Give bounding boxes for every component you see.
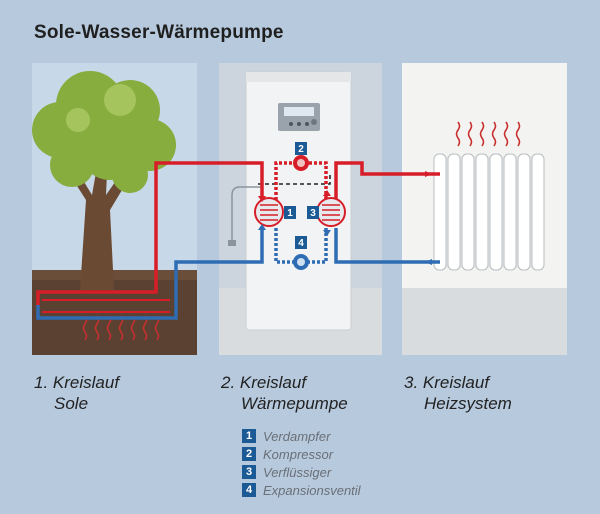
expansion-valve	[293, 254, 309, 270]
heating-return-pipe	[334, 228, 440, 264]
condenser	[316, 197, 346, 227]
legend-number: 2	[242, 447, 256, 461]
legend-item: 4 Expansionsventil	[242, 481, 361, 499]
legend: 1 Verdampfer 2 Kompressor 3 Verflüssiger…	[242, 427, 361, 499]
legend-number: 1	[242, 429, 256, 443]
brine-supply-pipe	[36, 161, 264, 305]
heating-supply-pipe	[334, 161, 440, 200]
brine-pipes	[36, 161, 264, 320]
radiator-heat-arrows	[455, 121, 521, 147]
caption-line: 2. Kreislauf	[221, 373, 307, 392]
panel-heat-pump-circuit	[219, 63, 382, 355]
badge-2: 2	[295, 142, 307, 155]
caption-line: Heizsystem	[424, 394, 512, 413]
svg-text:1: 1	[287, 208, 293, 219]
tree-highlight	[104, 84, 136, 116]
control-display	[284, 107, 314, 116]
svg-text:3: 3	[310, 208, 316, 219]
legend-label: Expansionsventil	[263, 482, 361, 498]
legend-label: Verflüssiger	[263, 464, 332, 480]
compressor	[293, 155, 309, 171]
caption-brine-circuit: 1. Kreislauf Sole	[34, 372, 119, 414]
legend-label: Kompressor	[263, 446, 334, 462]
page-title: Sole-Wasser-Wärmepumpe	[34, 22, 284, 43]
ground-collector	[42, 299, 170, 313]
svg-text:2: 2	[298, 144, 304, 155]
tree-trunk	[70, 150, 128, 290]
ground-heat-arrows	[82, 315, 160, 341]
badge-1: 1	[284, 206, 296, 219]
panel-brine-circuit	[32, 63, 197, 355]
legend-item: 1 Verdampfer	[242, 427, 361, 445]
tree-canopy	[32, 71, 176, 193]
panel-heating-circuit	[402, 63, 567, 355]
legend-number: 3	[242, 465, 256, 479]
svg-text:4: 4	[298, 238, 304, 249]
badge-3: 3	[307, 206, 319, 219]
caption-line: Wärmepumpe	[241, 394, 348, 413]
caption-heat-pump-circuit: 2. Kreislauf Wärmepumpe	[221, 372, 348, 414]
radiator	[433, 153, 545, 271]
caption-line: 1. Kreislauf	[34, 373, 120, 392]
heating-pipes	[334, 161, 440, 264]
legend-number: 4	[242, 483, 256, 497]
power-cable	[231, 186, 262, 242]
brine-return-pipe	[36, 228, 264, 320]
control-line	[258, 172, 331, 185]
badge-4: 4	[295, 236, 307, 249]
caption-line: 3. Kreislauf	[404, 373, 490, 392]
caption-line: Sole	[54, 394, 89, 413]
legend-item: 3 Verflüssiger	[242, 463, 361, 481]
legend-item: 2 Kompressor	[242, 445, 361, 463]
tree-highlight	[66, 108, 90, 132]
caption-heating-circuit: 3. Kreislauf Heizsystem	[404, 372, 512, 414]
evaporator	[254, 197, 284, 227]
legend-label: Verdampfer	[263, 428, 331, 444]
flow-arrows	[258, 171, 432, 265]
